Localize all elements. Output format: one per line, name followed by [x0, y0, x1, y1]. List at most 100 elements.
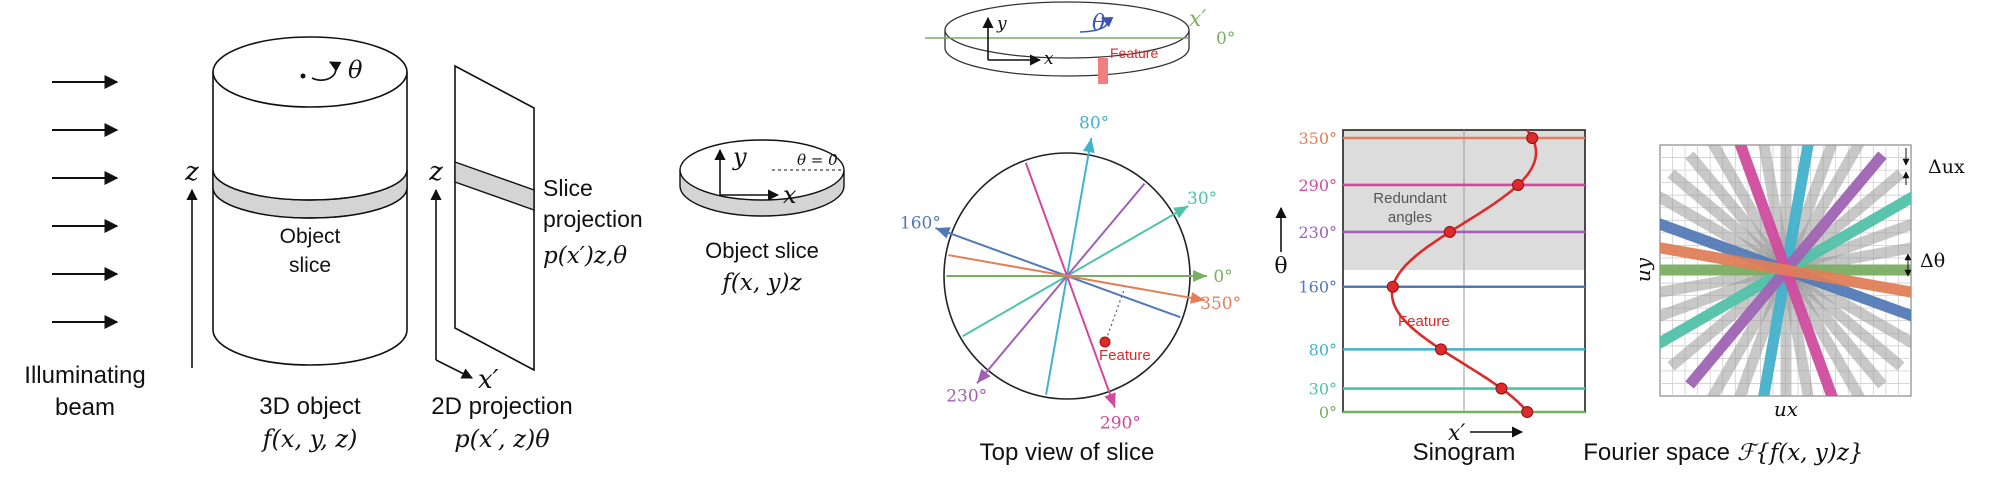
slice-projection-label-1: Slice	[543, 175, 593, 201]
beam-caption-1: Illuminating	[24, 362, 145, 389]
topview-angle-line	[948, 254, 1206, 302]
cylinder-top	[212, 36, 408, 108]
sinogram-theta-label: θ	[1274, 254, 1287, 279]
sinogram-panel: 0°30°80°160°230°290°350° Redundant angle…	[1274, 129, 1586, 466]
slice-x-label: x	[783, 181, 797, 209]
topview-angle-label: 290°	[1100, 414, 1141, 434]
topview-angle-arrowhead	[1193, 270, 1207, 282]
object-caption-math: f(x, y, z)	[261, 425, 358, 453]
object-slice-label-2: slice	[289, 254, 331, 277]
topview-angle-line	[962, 205, 1189, 338]
sinogram-x-label: x′	[1448, 421, 1465, 446]
fourier-caption: Fourier space	[1583, 439, 1730, 466]
topview-angle-arrowhead	[1190, 291, 1205, 304]
topview-angle-line	[976, 183, 1146, 384]
object-theta-label: θ	[348, 56, 363, 84]
feature-projection-dotted	[1105, 289, 1125, 341]
topview-angle-label: 350°	[1200, 294, 1241, 314]
sinogram-rows: 0°30°80°160°230°290°350°	[1298, 129, 1585, 422]
sinogram-feature-curve	[1390, 129, 1538, 413]
sinogram-row-label: 0°	[1319, 403, 1337, 422]
topview-angle-arrowhead	[1082, 138, 1095, 153]
beam-caption-2: beam	[55, 394, 115, 421]
slice-theta-label: θ = 0	[797, 151, 838, 169]
mini-disc-y: y	[996, 14, 1007, 34]
sinogram-feature-dot	[1386, 280, 1399, 293]
projection-caption: 2D projection	[431, 393, 572, 420]
topview-projection-lines: 0° 30° 80° 160° 230° 290° 350°	[900, 113, 1241, 433]
sinogram-row-label: 290°	[1298, 176, 1337, 195]
slice-projection-label-2: projection	[543, 206, 643, 232]
rotation-axis-dot	[300, 73, 306, 79]
sinogram-row-label: 350°	[1298, 129, 1337, 148]
sinogram-row-label: 160°	[1298, 278, 1337, 297]
topview-panel: y x θ x′ 0° Feature 0° 30° 80° 160° 230° 290°…	[900, 1, 1241, 466]
projection-plane	[454, 64, 535, 372]
topview-angle-label: 160°	[900, 214, 941, 234]
mini-disc-x: x	[1044, 49, 1054, 69]
sinogram-feature-dot	[1512, 178, 1525, 191]
mini-disc-zero-label: 0°	[1216, 29, 1235, 49]
topview-angle-arrowhead	[977, 368, 991, 384]
projection-x-arrow	[435, 359, 474, 379]
slice-caption-math: f(x, y)z	[720, 270, 802, 296]
topview-mini-disc: y x θ x′ 0° Feature	[925, 1, 1235, 84]
beam-arrows	[52, 75, 119, 329]
uy-label: uy	[1631, 257, 1655, 282]
slice-projection-math: p(x′)z,θ	[543, 243, 627, 269]
sinogram-feature-dot	[1526, 132, 1539, 144]
sinogram-feature-label: Feature	[1398, 313, 1450, 330]
slice-y-label: y	[732, 143, 747, 171]
topview-feature-label: Feature	[1099, 347, 1151, 364]
slice-caption: Object slice	[705, 238, 819, 263]
fourier-panel: Δux Δθ uy ux Fourier space ℱ{f(x, y)z}	[1583, 144, 1965, 466]
topview-angle-label: 30°	[1187, 189, 1217, 209]
fourier-spoke-colored	[1660, 242, 1911, 298]
topview-feature-dot	[1099, 336, 1111, 348]
topview-angle-label: 230°	[946, 387, 987, 407]
sinogram-caption: Sinogram	[1413, 439, 1516, 466]
object-slice-label-1: Object	[280, 225, 341, 248]
topview-angle-label: 80°	[1079, 113, 1109, 133]
topview-angle-line	[935, 227, 1181, 319]
redundant-label-2: angles	[1388, 209, 1432, 226]
projection-x-label: x′	[478, 365, 499, 395]
sinogram-feature-dots	[1386, 132, 1539, 418]
rotation-arrow	[311, 61, 342, 81]
sinogram-feature-dot	[1443, 225, 1456, 238]
object-panel: z θ Object slice 3D object f(x, y, z)	[184, 36, 408, 453]
topview-angle-arrowhead	[1104, 392, 1116, 408]
mini-disc-feature-cylinder	[1098, 58, 1108, 84]
sinogram-feature-dot	[1521, 406, 1534, 418]
projection-panel: z x′ Slice projection p(x′)z,θ 2D projec…	[428, 64, 643, 453]
sinogram-feature-dot	[1495, 382, 1508, 395]
projection-z-label: z	[428, 157, 443, 187]
delta-theta-label: Δθ	[1920, 250, 1945, 272]
slice-panel: y x θ = 0 Object slice f(x, y)z	[679, 139, 845, 296]
topview-angle-line	[1045, 137, 1093, 395]
slice-projection-band	[454, 161, 535, 211]
topview-angle-arrowhead	[1173, 206, 1189, 219]
beam-panel: Illuminating beam	[24, 75, 146, 421]
sinogram-feature-dot	[1434, 343, 1447, 356]
sinogram-row-label: 230°	[1298, 223, 1337, 242]
topview-angle-label: 0°	[1213, 267, 1232, 287]
ux-label: ux	[1774, 397, 1798, 421]
mini-disc-theta: θ	[1092, 11, 1105, 36]
mini-disc-feature-label: Feature	[1110, 45, 1158, 61]
mini-disc-xprime: x′	[1189, 7, 1206, 32]
projection-caption-math: p(x′, z)θ	[454, 425, 550, 453]
object-z-label: z	[184, 157, 199, 187]
slice-disc-top	[679, 139, 845, 201]
sinogram-row-label: 80°	[1309, 340, 1337, 359]
mini-disc-rotation	[1079, 16, 1114, 33]
redundant-label-1: Redundant	[1373, 190, 1447, 207]
topview-caption: Top view of slice	[980, 439, 1155, 466]
fourier-caption-math: ℱ{f(x, y)z}	[1737, 440, 1864, 466]
object-caption: 3D object	[259, 393, 361, 420]
delta-u-label: Δux	[1928, 156, 1965, 178]
fourier-spokes	[1660, 145, 1911, 396]
topview-angle-arrowhead	[935, 227, 951, 239]
topview-angle-line	[1024, 162, 1116, 408]
